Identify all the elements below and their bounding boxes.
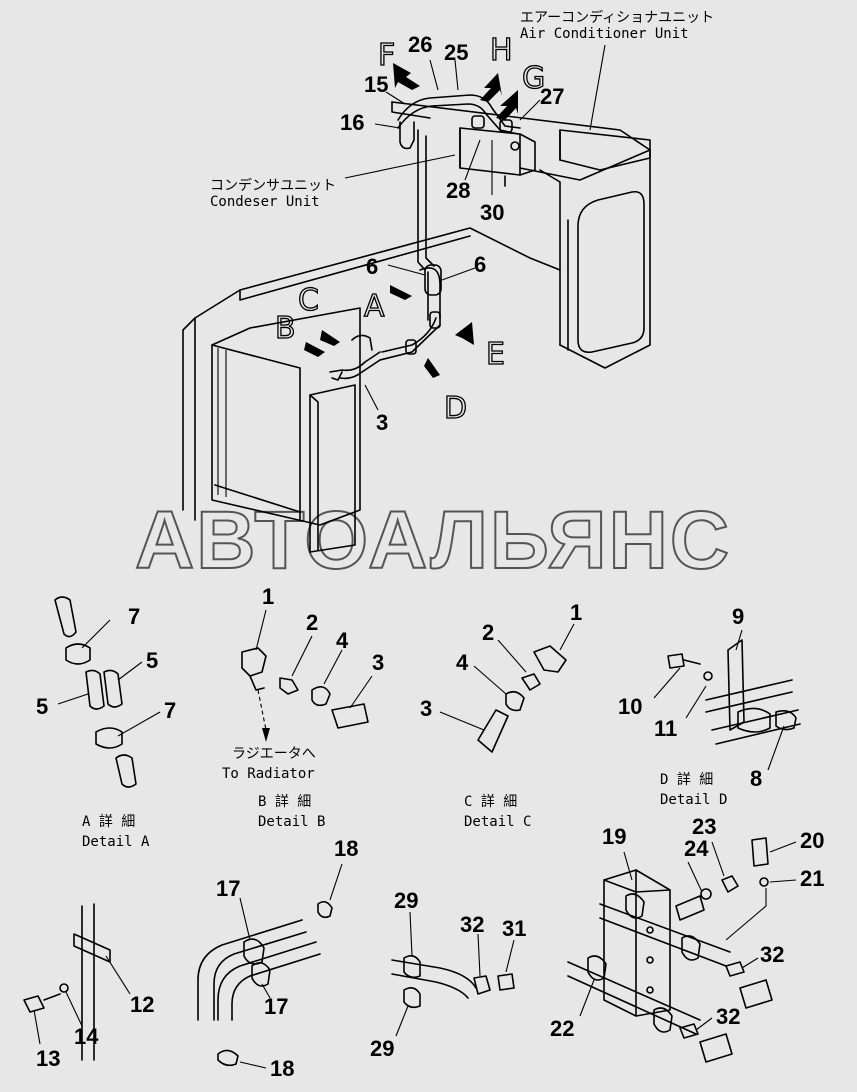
- callout-16: 16: [340, 110, 364, 135]
- detail-f-callout-18-top: 18: [334, 836, 358, 861]
- detail-g-callout-29-bottom: 29: [370, 1036, 394, 1061]
- detail-d-drawing: [653, 629, 801, 771]
- detail-b-callout-3: 3: [372, 650, 384, 675]
- view-letter-f: F: [378, 38, 395, 73]
- view-letter-c: C: [298, 283, 319, 318]
- detail-b-radiator-label-jp: ラジエータへ: [232, 746, 316, 762]
- detail-a-callout-7-bottom: 7: [164, 698, 176, 723]
- detail-e-drawing: [23, 903, 131, 1061]
- detail-d-callout-10: 10: [618, 694, 642, 719]
- detail-c-callout-4: 4: [456, 650, 469, 675]
- detail-c-callout-2: 2: [482, 620, 494, 645]
- detail-g-callout-29-top: 29: [394, 888, 418, 913]
- detail-e-callout-14: 14: [74, 1024, 99, 1049]
- detail-a-drawing: [54, 596, 161, 788]
- detail-h-callout-32-right: 32: [760, 942, 784, 967]
- detail-h-callout-32-bottom: 32: [716, 1004, 740, 1029]
- condenser-label-jp: コンデンサユニット: [210, 177, 336, 194]
- detail-b-caption-en: Detail B: [258, 814, 325, 830]
- detail-a-callout-5-left: 5: [36, 694, 48, 719]
- detail-h-drawing: [567, 837, 797, 1063]
- detail-g-callout-32: 32: [460, 912, 484, 937]
- callout-6-right: 6: [474, 252, 486, 277]
- detail-a-callout-7-top: 7: [128, 604, 140, 629]
- callout-26: 26: [408, 32, 432, 57]
- detail-f-callout-18-bottom: 18: [270, 1056, 294, 1081]
- detail-b-callout-4: 4: [336, 628, 349, 653]
- detail-h-callout-19: 19: [602, 824, 626, 849]
- detail-d-caption-en: Detail D: [660, 792, 727, 808]
- callout-30: 30: [480, 200, 504, 225]
- detail-c-drawing: [439, 623, 575, 753]
- detail-g-callout-31: 31: [502, 916, 526, 941]
- main-assembly-view: [182, 44, 651, 553]
- detail-f-callout-17-top: 17: [216, 876, 240, 901]
- detail-d-callout-9: 9: [732, 604, 744, 629]
- detail-b-caption-jp: B 詳 細: [258, 794, 311, 810]
- detail-a-callout-5-right: 5: [146, 648, 158, 673]
- air-conditioner-label-en: Air Conditioner Unit: [520, 26, 689, 42]
- detail-h-callout-22: 22: [550, 1016, 574, 1041]
- detail-b-callout-1: 1: [262, 584, 274, 609]
- view-letter-d: D: [444, 391, 467, 426]
- detail-e-callout-13: 13: [36, 1046, 60, 1071]
- detail-d-callout-11: 11: [654, 716, 677, 741]
- detail-e-callout-12: 12: [130, 992, 154, 1017]
- detail-b-drawing: [241, 609, 373, 742]
- detail-c-callout-3: 3: [420, 696, 432, 721]
- detail-h-callout-23: 23: [692, 814, 716, 839]
- detail-h-callout-21: 21: [800, 866, 824, 891]
- callout-28: 28: [446, 178, 470, 203]
- detail-a-caption-en: Detail A: [82, 834, 150, 850]
- air-conditioner-label-jp: エアーコンディショナユニット: [520, 9, 714, 26]
- detail-f-drawing: [197, 863, 343, 1069]
- watermark: АВТОАЛЬЯНС: [135, 495, 731, 586]
- view-letter-g: G: [522, 61, 545, 96]
- detail-a-caption-jp: A 詳 細: [82, 814, 135, 830]
- callout-6-left: 6: [366, 254, 378, 279]
- callout-3-main: 3: [376, 410, 388, 435]
- detail-b-callout-2: 2: [306, 610, 318, 635]
- view-letter-h: H: [490, 33, 513, 68]
- view-letter-b: B: [275, 311, 296, 346]
- detail-f-callout-17-bottom: 17: [264, 994, 288, 1019]
- detail-h-callout-24: 24: [684, 836, 709, 861]
- detail-h-callout-20: 20: [800, 828, 824, 853]
- condenser-label-en: Condeser Unit: [210, 194, 320, 210]
- detail-d-callout-8: 8: [750, 766, 762, 791]
- callout-27: 27: [540, 84, 564, 109]
- detail-c-caption-jp: C 詳 細: [464, 794, 517, 810]
- detail-g-drawing: [391, 911, 515, 1037]
- callout-25: 25: [444, 40, 468, 65]
- detail-b-radiator-label-en: To Radiator: [222, 766, 315, 782]
- detail-c-caption-en: Detail C: [464, 814, 531, 830]
- detail-c-callout-1: 1: [570, 600, 582, 625]
- callout-15: 15: [364, 72, 388, 97]
- view-letter-e: E: [486, 337, 505, 372]
- detail-d-caption-jp: D 詳 細: [660, 772, 713, 788]
- view-letter-a: A: [364, 289, 385, 324]
